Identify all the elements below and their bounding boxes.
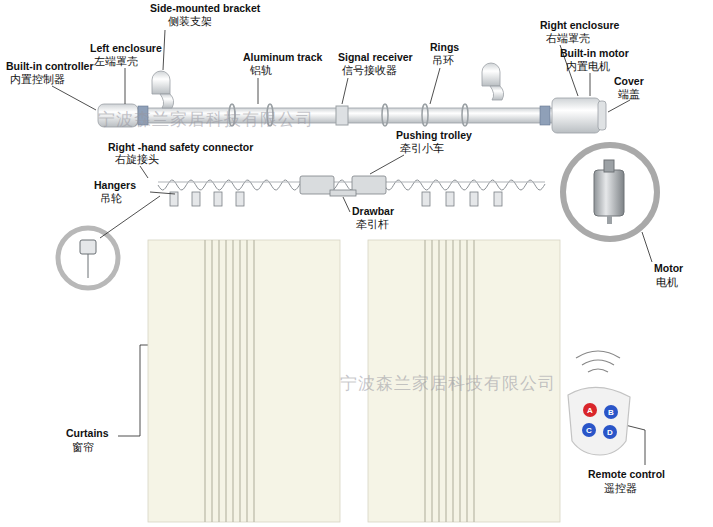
button-letter: A [587,406,593,415]
motor-symbol [594,160,624,224]
bracket [152,63,504,108]
belt [158,180,545,190]
cover [598,101,606,130]
signal-receiver [336,106,348,125]
pleat [246,240,247,522]
motor-magnifier [563,145,657,239]
hangers [170,192,502,206]
curtain [148,240,560,522]
part-label: Left enclosure [90,42,162,54]
button-letter: C [586,426,592,435]
part-label: 右旋接头 [115,153,159,166]
remote-button: C [582,423,596,437]
part-label: 窗帘 [72,441,94,454]
part-label: 铝轨 [250,64,272,77]
part-label: Motor [654,262,683,274]
part-label: Remote control [588,468,665,480]
part-label: Built-in motor [560,47,629,59]
pleat [204,240,205,522]
pleat [253,240,254,522]
watermark: 宁波森兰家居科技有限公司 [98,110,314,130]
part-label: Cover [614,75,644,87]
button-letter: B [608,408,614,417]
part-label: Signal receiver [338,51,413,63]
part-label: 电机 [656,276,678,289]
part-label: 内置电机 [566,60,610,73]
pleat [225,240,226,522]
part-label: 牵引杆 [356,218,389,231]
part-label: Right enclosure [540,19,619,31]
watermark: 宁波森兰家居科技有限公司 [340,374,556,394]
part-label: 左端罩壳 [94,55,138,68]
connector [540,106,550,125]
part-label: Side-mounted bracket [150,2,260,14]
part-label: 吊环 [432,54,454,67]
part-label: Built-in controller [6,60,94,72]
pleat [211,240,212,522]
part-label: Rings [430,41,459,53]
part-label: Right -hand safety connector [108,141,253,153]
remote-control [568,351,630,455]
pleat [232,240,233,522]
part-label: 内置控制器 [10,73,65,86]
leader-lines [52,30,652,465]
part-label: 牵引小车 [400,142,444,155]
part-label: 信号接收器 [342,64,397,77]
button-letter: D [607,428,613,437]
remote-button: B [604,405,618,419]
part-label: Aluminum track [243,51,322,63]
pushing-trolley [300,176,386,196]
remote-button: A [583,403,597,417]
part-label: Hangers [94,179,136,191]
part-label: 遥控器 [604,482,637,495]
part-label: Curtains [66,427,109,439]
right-enclosure [552,98,600,133]
part-label: Drawbar [352,205,394,217]
part-label: Pushing trolley [396,129,472,141]
part-label: 右端罩壳 [546,32,590,45]
magnifier [58,228,118,288]
pleat [239,240,240,522]
part-label: 吊轮 [100,192,122,205]
remote-button: D [603,425,617,439]
part-label: 侧装支架 [168,15,212,28]
part-label: 端盖 [618,88,640,101]
pleat [218,240,219,522]
